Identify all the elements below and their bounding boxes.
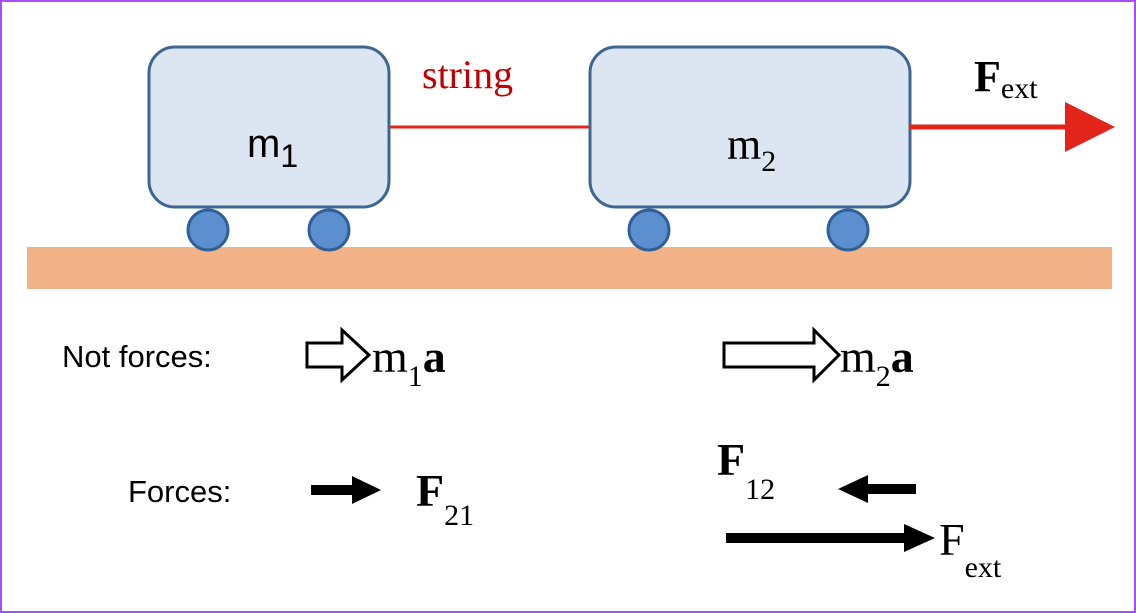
cart2-wheel-right [826, 208, 870, 252]
fext-bottom-label: Fext [939, 514, 1002, 584]
m2a-a: a [891, 331, 914, 382]
m1a-label: m1a [372, 331, 446, 393]
cart2-label: m2 [727, 120, 776, 178]
cart2-label-main: m [727, 120, 761, 169]
m1a-sub: 1 [408, 360, 423, 393]
fext-bottom-arrow [726, 524, 935, 552]
hollow-arrow-m1a [305, 326, 372, 384]
fext-top-sub: ext [1001, 72, 1038, 105]
cart1-wheel-left [186, 208, 230, 252]
cart1-label: m1 [247, 122, 298, 174]
hollow-arrow-m2a [722, 326, 842, 384]
cart1-label-main: m [247, 122, 280, 166]
m2a-label: m2a [840, 331, 914, 393]
f12-sub: 12 [745, 473, 775, 506]
m2a-sub: 2 [876, 360, 891, 393]
f21-sub: 21 [444, 499, 474, 532]
cart2-wheel-left [627, 208, 671, 252]
cart1-label-sub: 1 [280, 138, 298, 174]
f21-main: F [416, 465, 444, 516]
f12-label: F12 [717, 434, 775, 506]
m1a-main: m [372, 331, 408, 382]
forces-label: Forces: [128, 474, 231, 509]
fext-top-label: Fext [974, 52, 1038, 105]
cart2-label-sub: 2 [761, 145, 776, 178]
fext-top-main: F [974, 52, 1001, 101]
fext-bottom-main: F [939, 514, 965, 565]
cart1-body [147, 45, 391, 209]
ground-surface [27, 247, 1112, 289]
cart1-wheel-right [307, 208, 351, 252]
f12-arrow [838, 475, 916, 503]
string-label: string [422, 52, 513, 97]
m2a-main: m [840, 331, 876, 382]
f12-main: F [717, 434, 745, 485]
f21-label: F21 [416, 465, 474, 532]
m1a-a: a [423, 331, 446, 382]
fext-bottom-sub: ext [965, 551, 1002, 584]
f21-arrow [311, 476, 381, 504]
not-forces-label: Not forces: [62, 339, 212, 374]
